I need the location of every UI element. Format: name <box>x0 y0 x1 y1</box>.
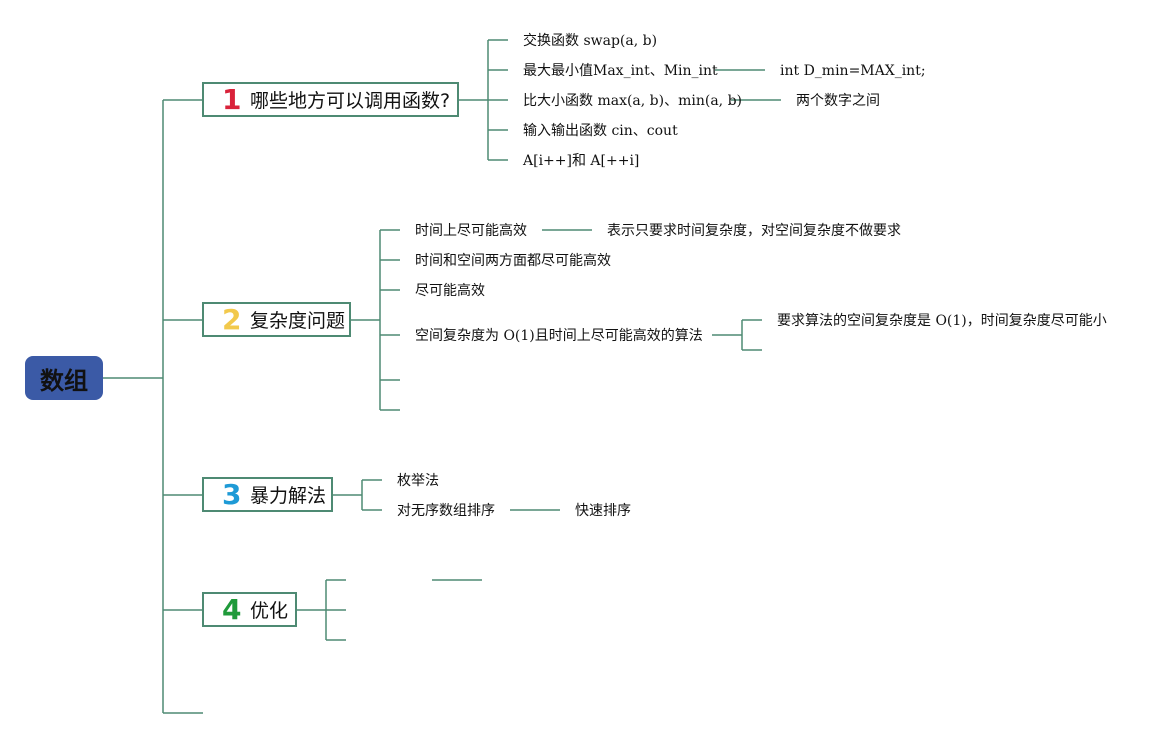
leaf-item[interactable]: A[i++]和 A[++i] <box>523 153 640 169</box>
branch-node-1[interactable]: 1 哪些地方可以调用函数? <box>202 82 459 117</box>
leaf-note[interactable]: int D_min=MAX_int; <box>780 63 926 79</box>
branch-number-3: 3 <box>222 477 242 511</box>
branch-node-4[interactable]: 4 优化 <box>202 592 297 627</box>
leaf-item[interactable]: 比大小函数 max(a, b)、min(a, b) <box>523 93 743 109</box>
branch-node-2[interactable]: 2 复杂度问题 <box>202 302 351 337</box>
leaf-note[interactable]: 两个数字之间 <box>796 93 880 109</box>
branch-node-3[interactable]: 3 暴力解法 <box>202 477 333 512</box>
leaf-note[interactable]: 表示只要求时间复杂度，对空间复杂度不做要求 <box>607 223 901 239</box>
root-node[interactable]: 数组 <box>25 356 103 400</box>
branch-number-4: 4 <box>222 592 242 626</box>
leaf-note[interactable]: 快速排序 <box>575 503 631 519</box>
leaf-item[interactable]: 时间上尽可能高效 <box>415 223 527 239</box>
branch-label-1: 哪些地方可以调用函数? <box>250 90 451 112</box>
leaf-item[interactable]: 输入输出函数 cin、cout <box>523 123 678 139</box>
branch-label-3: 暴力解法 <box>250 485 327 507</box>
branch-label-2: 复杂度问题 <box>250 310 346 332</box>
leaf-item[interactable]: 对无序数组排序 <box>397 503 495 519</box>
leaf-item[interactable]: 枚举法 <box>397 473 439 489</box>
branch-number-2: 2 <box>222 302 242 336</box>
branch-number-1: 1 <box>222 82 242 116</box>
leaf-item[interactable]: 最大最小值Max_int、Min_int <box>523 63 718 79</box>
leaf-item[interactable]: 尽可能高效 <box>415 283 485 299</box>
root-label: 数组 <box>40 366 88 395</box>
leaf-item[interactable]: 时间和空间两方面都尽可能高效 <box>415 253 611 269</box>
leaf-item[interactable]: 交换函数 swap(a, b) <box>523 33 658 49</box>
branch-label-4: 优化 <box>250 600 289 622</box>
leaf-note[interactable]: 要求算法的空间复杂度是 O(1)，时间复杂度尽可能小 <box>777 313 1107 329</box>
leaf-item[interactable]: 空间复杂度为 O(1)且时间上尽可能高效的算法 <box>415 328 703 344</box>
